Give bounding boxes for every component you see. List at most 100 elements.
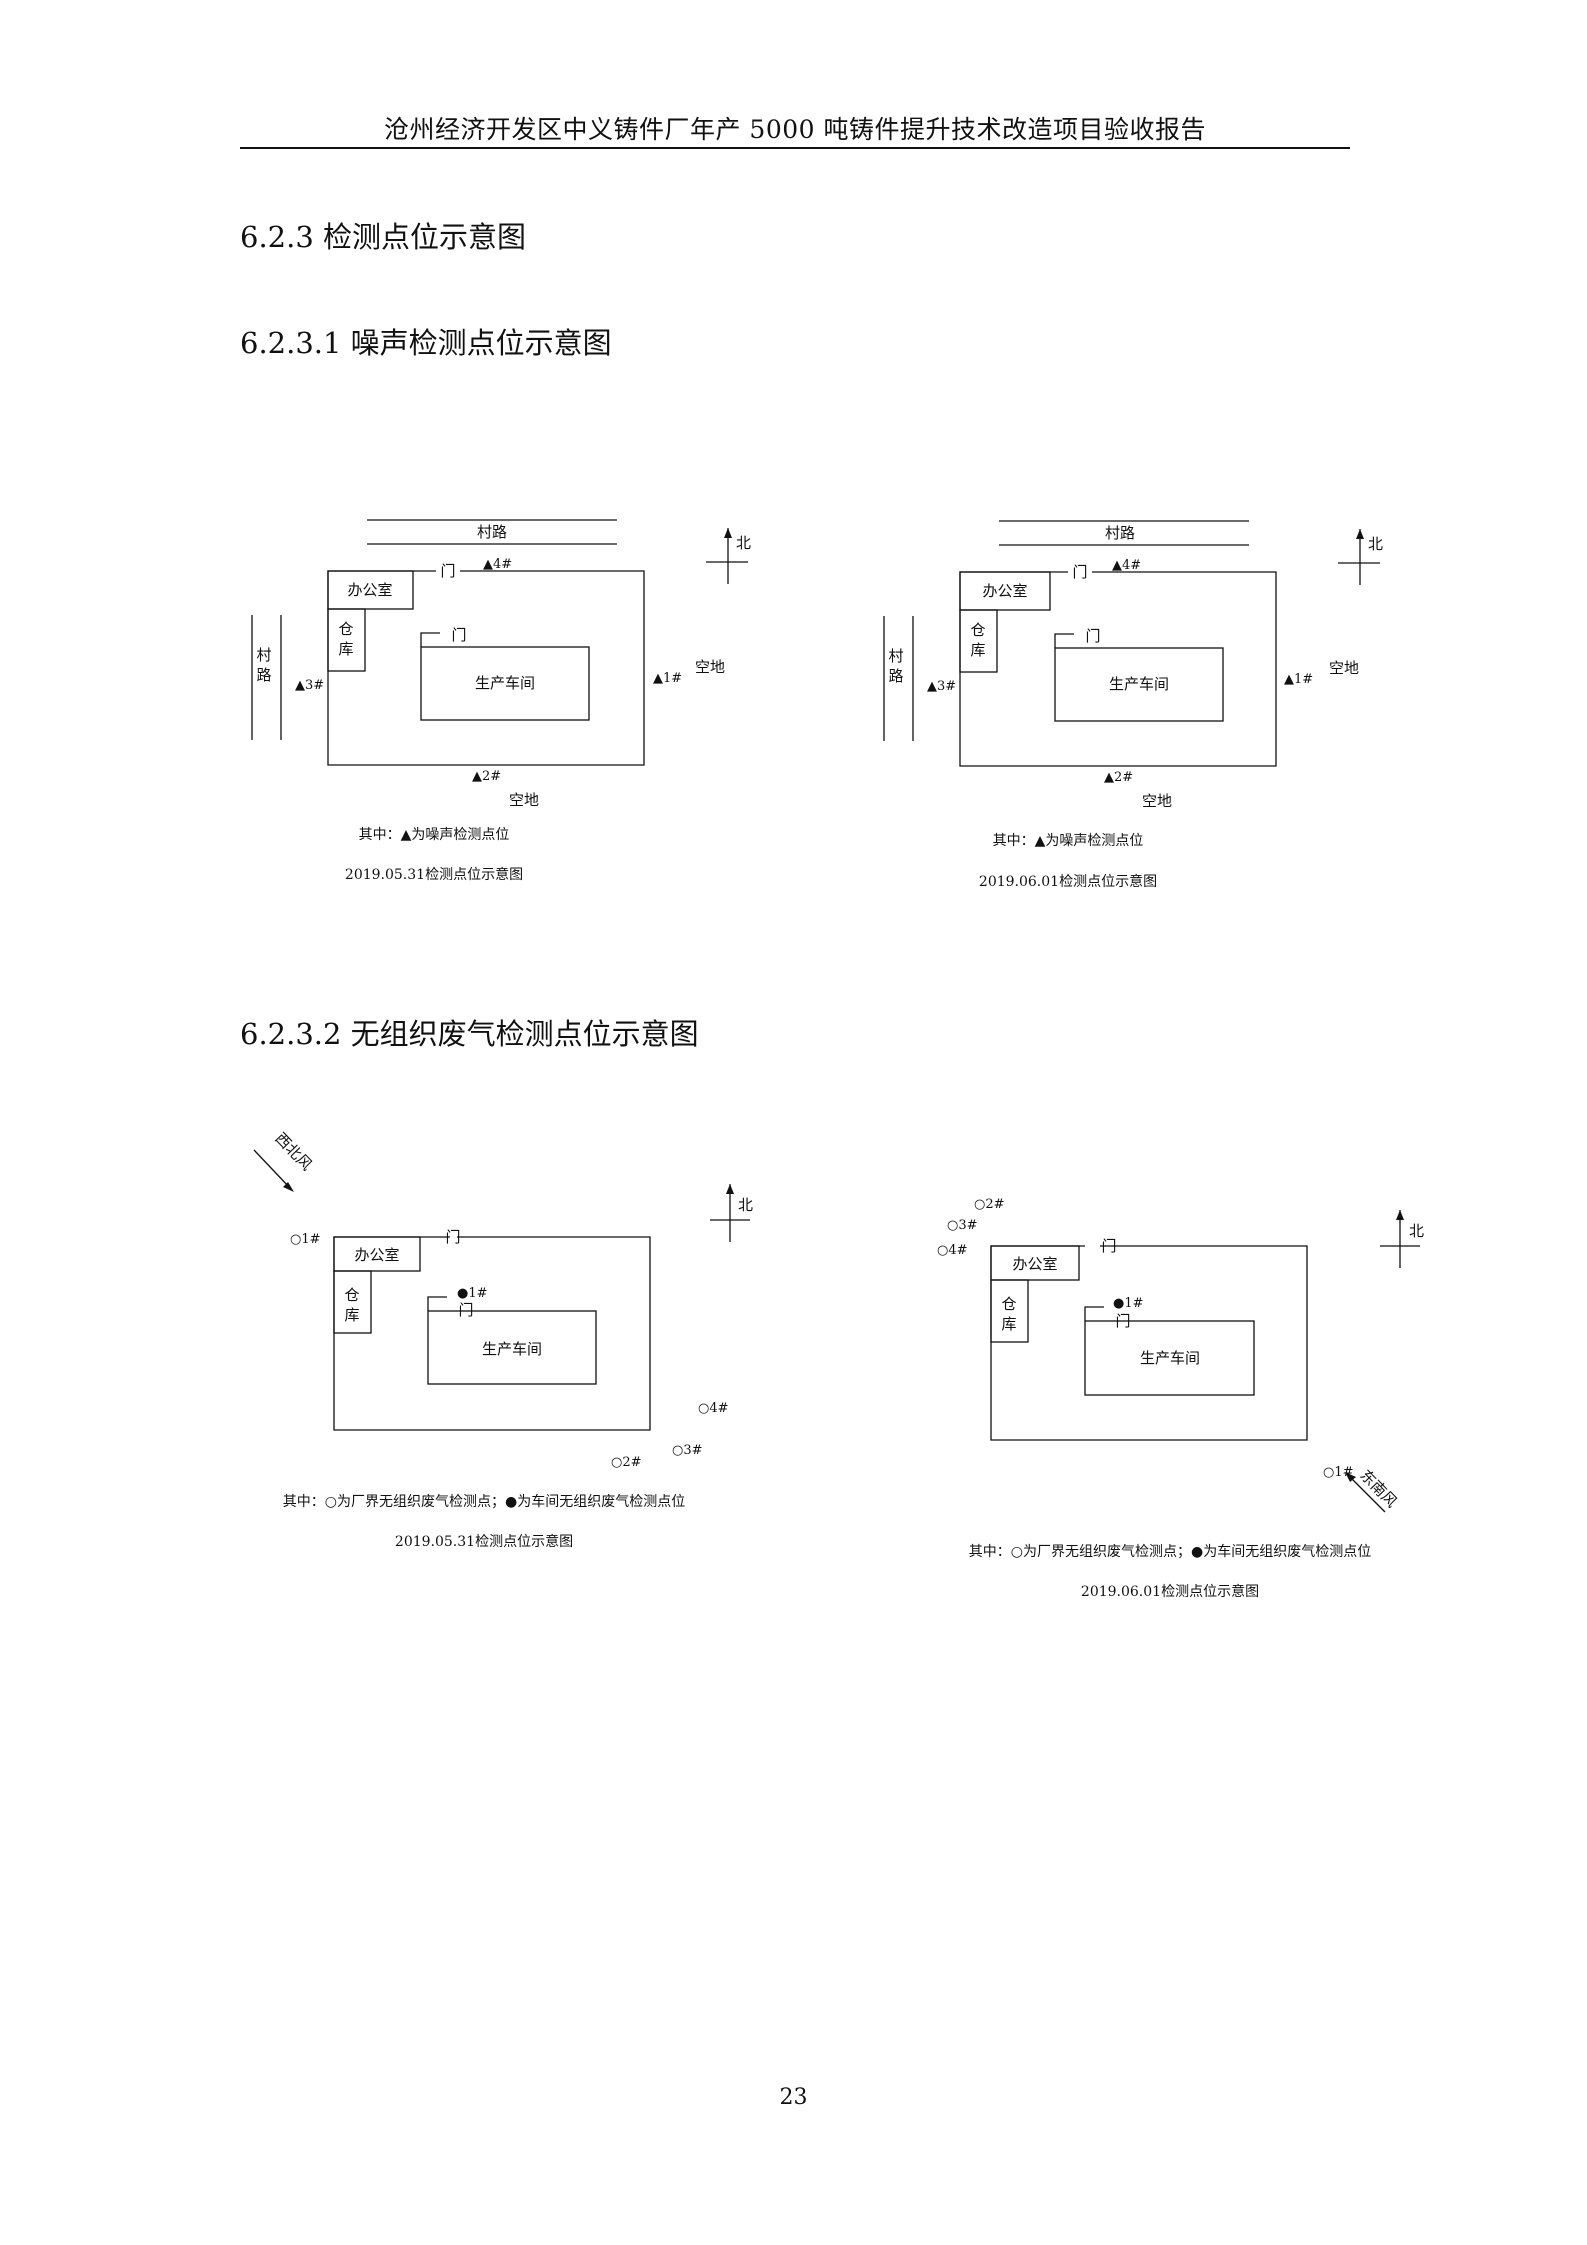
office-box — [327, 570, 414, 610]
noise-legend: 其中：▲为噪声检测点位 — [359, 827, 510, 843]
noise-point-1: ▲1# — [653, 671, 682, 686]
noise-diagram-0531: 村路 村 路 北 办公室 仓 库 门 门 生产车间 空地 空地 ▲4# ▲1# … — [240, 510, 760, 900]
gas-legend: 其中：○为厂界无组织废气检测点；●为车间无组织废气检测点位 — [969, 1543, 1371, 1560]
gas-point-o3: ○3# — [947, 1218, 978, 1233]
gas-point-o2: ○2# — [611, 1455, 642, 1470]
north-label: 北 — [736, 534, 751, 552]
svg-text:西北风: 西北风 — [271, 1129, 315, 1174]
inner-gate-label: 门 — [451, 626, 466, 644]
noise-diagram-0601: 村路 村 路 北 办公室 仓 库 门 门 生产车间 空地 空地 ▲4# ▲1# … — [872, 511, 1392, 911]
noise-legend: 其中：▲为噪声检测点位 — [993, 833, 1144, 849]
north-label: 北 — [1368, 535, 1383, 553]
office-label: 办公室 — [347, 581, 392, 599]
running-header: 沧州经济开发区中义铸件厂年产 5000 吨铸件提升技术改造项目验收报告 — [383, 115, 1207, 144]
warehouse-label-1: 仓 — [338, 620, 353, 638]
warehouse-label-1: 仓 — [344, 1286, 359, 1304]
gas-point-o2: ○2# — [974, 1197, 1005, 1212]
inner-gate-label: 门 — [1115, 1312, 1130, 1330]
workshop-box — [1054, 647, 1224, 722]
warehouse-label-2: 库 — [344, 1306, 359, 1324]
page-number: 23 — [779, 2085, 808, 2110]
wind-label-se: 东南风 — [1356, 1466, 1400, 1511]
gas-point-w1: ●1# — [457, 1286, 488, 1301]
noise-point-4: ▲4# — [483, 557, 512, 572]
village-road-side-label-2: 路 — [888, 667, 903, 685]
north-label: 北 — [1409, 1222, 1424, 1240]
north-arrow-head — [724, 528, 732, 538]
inner-gate-mark — [420, 632, 440, 647]
warehouse-label-1: 仓 — [970, 621, 985, 639]
warehouse-box — [327, 608, 366, 672]
noise-point-3: ▲3# — [295, 678, 324, 693]
north-label: 北 — [738, 1196, 753, 1214]
inner-gate-mark — [427, 1296, 447, 1311]
inner-gate-label: 门 — [458, 1301, 473, 1319]
noise-point-2: ▲2# — [472, 769, 501, 784]
workshop-label: 生产车间 — [482, 1340, 542, 1358]
noise-point-1: ▲1# — [1284, 672, 1313, 687]
noise-caption: 2019.06.01检测点位示意图 — [979, 873, 1157, 890]
gas-caption: 2019.06.01检测点位示意图 — [1081, 1583, 1259, 1600]
gas-point-o4: ○4# — [937, 1243, 968, 1258]
inner-gate-label: 门 — [1085, 627, 1100, 645]
gas-point-o3: ○3# — [672, 1443, 703, 1458]
wind-label-nw: 西北风 — [271, 1129, 315, 1174]
factory-boundary — [959, 571, 1277, 767]
open-land-east-label: 空地 — [1329, 659, 1359, 677]
noise-point-3: ▲3# — [927, 679, 956, 694]
noise-caption: 2019.05.31检测点位示意图 — [345, 866, 523, 883]
workshop-box — [427, 1310, 597, 1385]
workshop-label: 生产车间 — [475, 674, 535, 692]
office-box — [333, 1236, 421, 1272]
noise-point-4: ▲4# — [1112, 558, 1141, 573]
office-label: 办公室 — [1012, 1255, 1057, 1273]
section-heading-6-2-3: 6.2.3 检测点位示意图 — [240, 220, 527, 254]
gate-top-label: 门 — [440, 562, 455, 580]
workshop-box — [1084, 1320, 1255, 1396]
gate-top-label: 门 — [1101, 1237, 1116, 1255]
gate-top-label: 门 — [445, 1228, 460, 1246]
north-arrow-head — [1356, 529, 1364, 539]
factory-boundary — [327, 570, 645, 766]
open-land-south-label: 空地 — [509, 791, 539, 809]
workshop-label: 生产车间 — [1109, 675, 1169, 693]
wind-arrow-se-head — [1345, 1472, 1356, 1482]
village-road-top-label: 村路 — [1105, 524, 1135, 542]
warehouse-label-2: 库 — [338, 640, 353, 658]
section-heading-6-2-3-2: 6.2.3.2 无组织废气检测点位示意图 — [240, 1017, 699, 1051]
workshop-box — [420, 646, 590, 721]
factory-boundary — [333, 1236, 651, 1431]
open-land-south-label: 空地 — [1142, 792, 1172, 810]
gas-point-w1: ●1# — [1113, 1296, 1144, 1311]
gas-diagram-0601: 东南风 北 办公室 仓 库 门 门 生产车间 ○2# ○3# ○4# ●1# ○… — [935, 1190, 1455, 1610]
village-road-top-label: 村路 — [477, 523, 507, 541]
warehouse-label-2: 库 — [1001, 1315, 1016, 1333]
office-label: 办公室 — [354, 1246, 399, 1264]
gas-point-o1: ○1# — [290, 1232, 321, 1247]
warehouse-box — [990, 1279, 1029, 1343]
north-arrow-head — [726, 1184, 734, 1194]
village-road-side-label-1: 村 — [256, 646, 271, 664]
svg-text:东南风: 东南风 — [1356, 1466, 1400, 1511]
workshop-label: 生产车间 — [1140, 1349, 1200, 1367]
wind-arrow-nw-head — [283, 1182, 294, 1192]
factory-boundary — [990, 1245, 1308, 1441]
village-road-side-label-2: 路 — [256, 666, 271, 684]
noise-point-2: ▲2# — [1104, 770, 1133, 785]
gate-top-label: 门 — [1072, 563, 1087, 581]
wind-arrow-se-shaft — [1347, 1474, 1386, 1513]
gas-legend: 其中：○为厂界无组织废气检测点；●为车间无组织废气检测点位 — [283, 1493, 685, 1510]
gas-point-o1: ○1# — [1323, 1465, 1354, 1480]
inner-gate-mark — [1084, 1306, 1104, 1321]
village-road-side-label-1: 村 — [888, 647, 903, 665]
north-arrow-head — [1396, 1210, 1404, 1220]
header-rule — [240, 147, 1350, 149]
warehouse-box — [333, 1270, 372, 1334]
warehouse-label-1: 仓 — [1001, 1295, 1016, 1313]
open-land-east-label: 空地 — [695, 658, 725, 676]
section-heading-6-2-3-1: 6.2.3.1 噪声检测点位示意图 — [240, 326, 612, 360]
office-box — [990, 1245, 1080, 1281]
wind-arrow-nw-shaft — [253, 1149, 291, 1189]
inner-gate-mark — [1054, 633, 1074, 648]
gas-diagram-0531: 西北风 北 办公室 仓 库 门 门 生产车间 ○1# ●1# ○4# ○3# ○… — [250, 1129, 780, 1560]
